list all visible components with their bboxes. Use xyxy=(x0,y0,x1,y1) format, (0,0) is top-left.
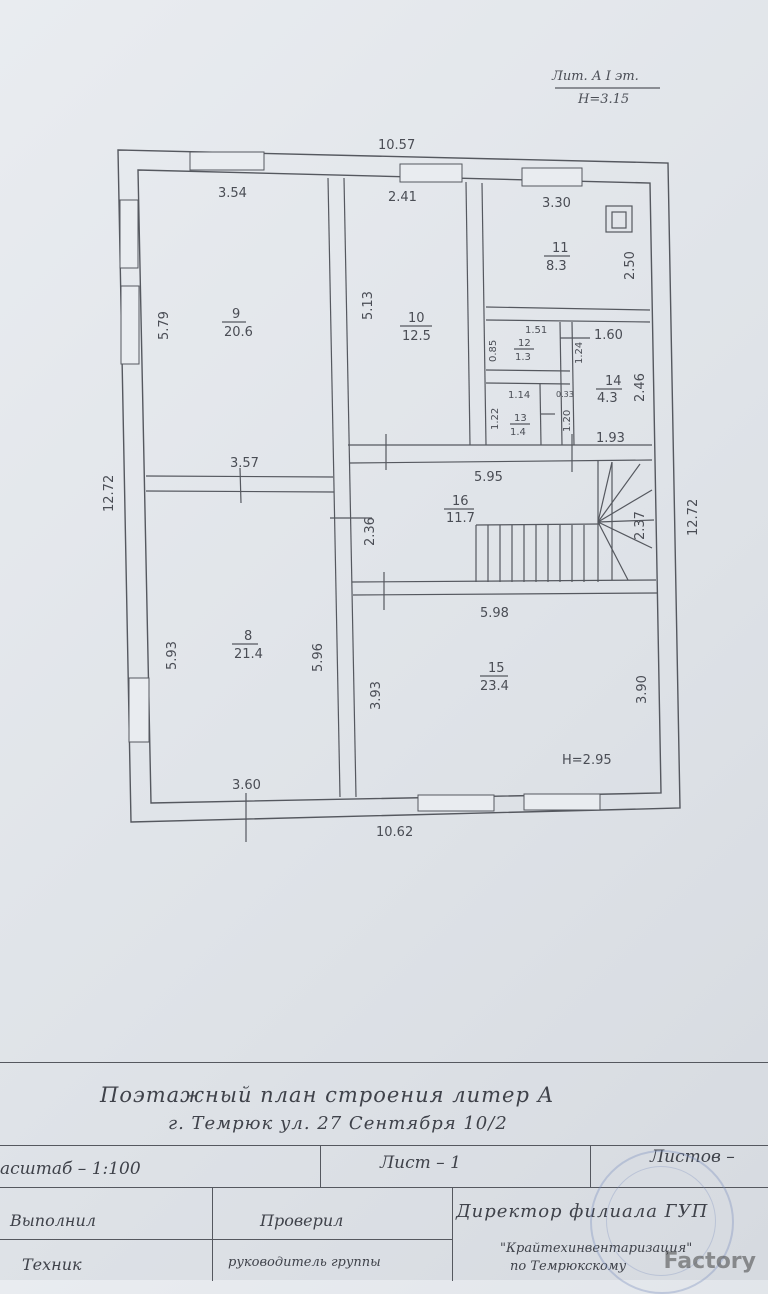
room-16-area: 11.7 xyxy=(446,511,475,526)
room-11-area: 8.3 xyxy=(546,259,567,274)
vrule-1 xyxy=(320,1145,321,1187)
door-marker-1 xyxy=(239,467,242,504)
dim-r14-height: 2.46 xyxy=(633,373,648,402)
dim-r11-width: 3.30 xyxy=(542,196,571,211)
dim-r13-width: 1.14 xyxy=(508,390,530,401)
room-9-area: 20.6 xyxy=(224,325,253,340)
room-15-number: 15 xyxy=(488,661,505,676)
room-9-number: 9 xyxy=(232,307,240,322)
wall-16-bottom xyxy=(351,579,657,583)
ground-ceiling-height: H=2.95 xyxy=(562,753,612,768)
room-10-number: 10 xyxy=(408,311,425,326)
wall-16-bottom-b xyxy=(352,592,658,596)
dim-r15-width: 5.98 xyxy=(480,606,509,621)
dim-r13-small: 0.33 xyxy=(556,390,574,399)
wall-room14-left xyxy=(559,321,563,446)
dim-r8-height: 5.93 xyxy=(165,641,180,670)
room-13-area: 1.4 xyxy=(510,427,526,438)
room-14-area: 4.3 xyxy=(597,391,618,406)
rule-2 xyxy=(0,1187,768,1188)
rule-3 xyxy=(0,1239,452,1240)
dim-top-total: 10.57 xyxy=(378,138,415,153)
vrule-4 xyxy=(452,1187,453,1281)
window-top-1 xyxy=(189,151,265,171)
checked-label: Проверил xyxy=(260,1211,344,1230)
dim-r13-right: 1.20 xyxy=(562,410,573,432)
technician-label: Техник xyxy=(22,1255,82,1274)
window-bottom-1 xyxy=(417,794,495,812)
dim-r14-width: 1.60 xyxy=(594,328,623,343)
wall-room11-bottom xyxy=(485,306,651,311)
room-10-area: 12.5 xyxy=(402,329,431,344)
scale-label: асштаб – 1:100 xyxy=(0,1159,141,1179)
dim-r12-right: 1.24 xyxy=(574,342,585,364)
dim-r16-height: 2.36 xyxy=(363,517,378,546)
plan-address: г. Темрюк ул. 27 Сентября 10/2 xyxy=(168,1113,508,1134)
dim-stair: 2.37 xyxy=(633,511,648,540)
wall-room14-left-b xyxy=(571,321,575,446)
plan-title: Поэтажный план строения литер А xyxy=(100,1083,555,1107)
staircase xyxy=(475,460,655,582)
wall-room12-bottom xyxy=(485,369,571,372)
window-left-1 xyxy=(119,199,139,269)
stove-icon xyxy=(605,205,633,233)
group-lead-label: руководитель группы xyxy=(228,1255,381,1270)
dim-r8-bottom: 3.60 xyxy=(232,778,261,793)
dim-r11-height: 2.50 xyxy=(623,251,638,280)
window-bottom-2 xyxy=(523,793,601,811)
ceiling-height: H=3.15 xyxy=(577,92,629,107)
dim-r14-bottom: 1.93 xyxy=(596,431,625,446)
dim-r8-right: 5.96 xyxy=(311,643,326,672)
window-left-2 xyxy=(120,285,140,365)
room-12-area: 1.3 xyxy=(515,352,531,363)
liter-label: Лит. А I эт. xyxy=(551,69,639,84)
window-left-3 xyxy=(128,677,150,743)
wall-room10-right-b xyxy=(481,182,487,446)
dim-r15-left: 3.93 xyxy=(369,681,384,710)
dim-r12-height: 0.85 xyxy=(488,340,499,362)
floor-plan: Лит. А I эт. H=3.15 xyxy=(102,69,701,842)
dim-r8-top: 3.57 xyxy=(230,456,259,471)
dim-r13-height: 1.22 xyxy=(490,408,501,430)
wall-vertical-left xyxy=(327,177,341,798)
org-label-2: по Темрюкскому xyxy=(510,1259,627,1274)
dim-r12-width: 1.51 xyxy=(525,325,547,336)
room-14-number: 14 xyxy=(605,374,622,389)
dim-r9-height: 5.79 xyxy=(157,311,172,340)
dim-left-total: 12.72 xyxy=(102,475,117,512)
dim-right-total: 12.72 xyxy=(686,499,701,536)
room-8-number: 8 xyxy=(244,629,252,644)
room-16-number: 16 xyxy=(452,494,469,509)
wall-room12-bottom-b xyxy=(485,382,571,385)
wall-room9-bottom xyxy=(145,475,334,478)
dim-r16-width: 5.95 xyxy=(474,470,503,485)
wall-room10-right xyxy=(465,181,471,446)
wall-vertical-left-b xyxy=(343,177,357,798)
official-seal-inner xyxy=(606,1166,716,1276)
dim-r15-right: 3.90 xyxy=(635,675,650,704)
inner-wall-outline xyxy=(137,169,662,804)
room-13-number: 13 xyxy=(514,413,527,424)
wall-16-top-b xyxy=(349,459,653,464)
room-15-area: 23.4 xyxy=(480,679,509,694)
outer-wall-outline xyxy=(117,149,681,823)
rule-1 xyxy=(0,1145,768,1146)
window-top-3 xyxy=(521,167,583,187)
done-by-label: Выполнил xyxy=(10,1211,96,1230)
vrule-2 xyxy=(590,1145,591,1187)
room-8-area: 21.4 xyxy=(234,647,263,662)
watermark: Factory xyxy=(663,1249,756,1274)
room-12-number: 12 xyxy=(518,338,531,349)
window-top-2 xyxy=(399,163,463,183)
dim-r10-height: 5.13 xyxy=(361,291,376,320)
sheet-label: Лист – 1 xyxy=(380,1153,461,1173)
wall-room9-bottom-b xyxy=(145,490,335,493)
wall-room11-bottom-b xyxy=(485,319,651,323)
dim-r9-width: 3.54 xyxy=(218,186,247,201)
dim-bottom-total: 10.62 xyxy=(376,825,413,840)
vrule-3 xyxy=(212,1187,213,1281)
dim-r10-width: 2.41 xyxy=(388,190,417,205)
stove-inner xyxy=(611,211,627,229)
room-11-number: 11 xyxy=(552,241,569,256)
